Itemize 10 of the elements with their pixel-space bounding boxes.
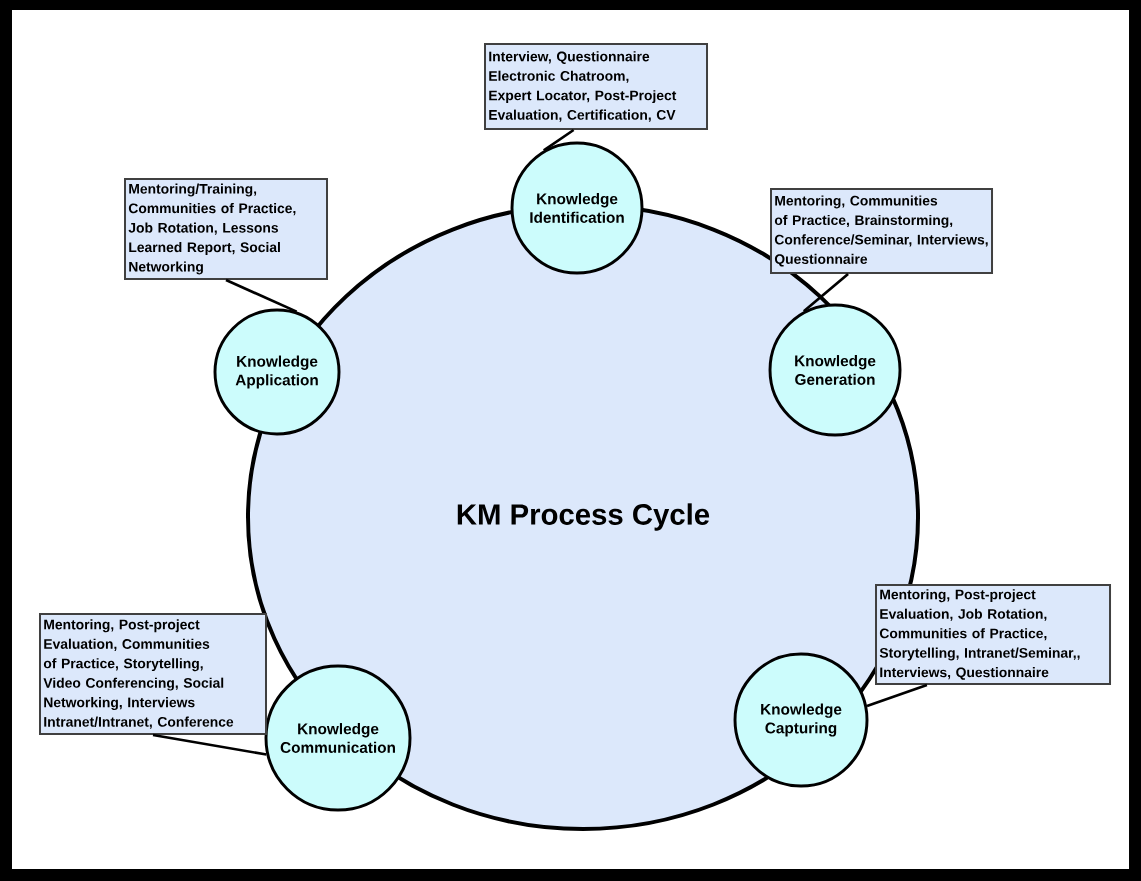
leader-line	[866, 683, 928, 708]
leader-line	[225, 278, 298, 313]
callout-box: Mentoring, Post-project Evaluation, Communities of Practice, Storytelling, Video Conferencing, Social Networking, Interviews Intranet/Intranet, Conference	[39, 613, 267, 735]
leader-line	[802, 272, 849, 313]
callout-box: Interview, Questionnaire Electronic Chatroom, Expert Locator, Post-Project Evaluation, Certification, CV	[484, 43, 708, 130]
callout-box: Mentoring, Post-project Evaluation, Job Rotation, Communities of Practice, Storytelling, Intranet/Seminar,, Interviews, Questionnaire	[875, 584, 1111, 685]
leader-line	[152, 733, 267, 756]
callout-box: Mentoring, Communities of Practice, Brainstorming, Conference/Seminar, Interviews, Questionnaire	[770, 188, 993, 274]
callout-box: Mentoring/Training, Communities of Practice, Job Rotation, Lessons Learned Report, Social Networking	[124, 178, 328, 280]
leader-line	[543, 128, 575, 152]
